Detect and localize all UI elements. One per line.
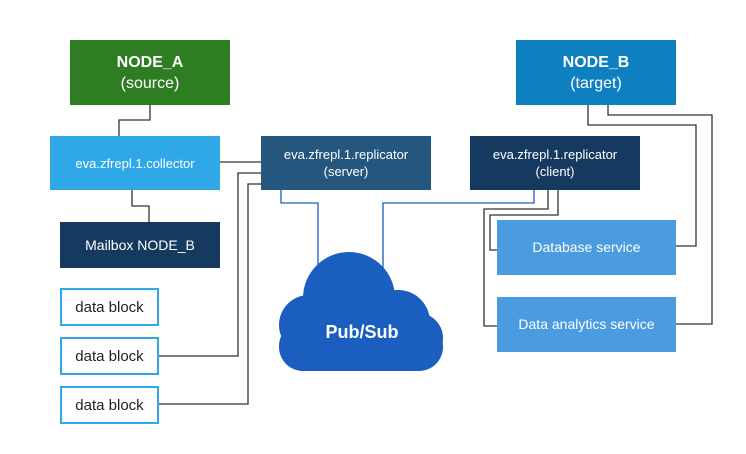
collector-box[interactable]: eva.zfrepl.1.collector [50,136,220,190]
replicator-client-label: eva.zfrepl.1.replicator [492,147,618,162]
collector-label: eva.zfrepl.1.collector [75,155,195,171]
replicator-server-box[interactable]: eva.zfrepl.1.replicator (server) [261,136,431,190]
connector-datablock-2-server [159,172,261,357]
connector-node-a-collector [118,104,151,136]
mailbox-box[interactable]: Mailbox NODE_B [60,222,220,268]
connector-client-analytics [483,190,549,327]
connector-server-pubsub [280,190,319,285]
database-service-label: Database service [532,239,641,255]
data-block-label: data block [75,298,144,316]
replicator-client-sublabel: (client) [535,164,575,179]
data-block[interactable]: data block [60,288,159,326]
database-service-box[interactable]: Database service [497,220,676,275]
node-b-title: NODE_B [562,53,630,71]
connector-collector-mailbox [131,190,150,222]
analytics-service-box[interactable]: Data analytics service [497,297,676,352]
data-block-label: data block [75,396,144,414]
node-a-title: NODE_A [116,53,184,71]
pubsub-cloud [279,252,443,371]
replicator-client-box[interactable]: eva.zfrepl.1.replicator (client) [470,136,640,190]
data-block[interactable]: data block [60,337,159,375]
node-b-box[interactable]: NODE_B (target) [516,40,676,105]
mailbox-label: Mailbox NODE_B [85,236,195,253]
connector-datablock-3-server [159,183,261,405]
node-a-subtitle: (source) [120,74,180,92]
node-b-subtitle: (target) [570,74,622,92]
pubsub-label: Pub/Sub [325,322,399,342]
data-block-label: data block [75,347,144,365]
analytics-service-label: Data analytics service [518,316,655,332]
connector-node-b-database [587,104,697,247]
replicator-server-sublabel: (server) [323,164,369,179]
node-a-box[interactable]: NODE_A (source) [70,40,230,105]
data-block[interactable]: data block [60,386,159,424]
connector-pubsub-client [382,190,535,285]
connector-node-b-analytics [607,104,713,325]
connector-client-database [489,190,559,251]
replicator-server-label: eva.zfrepl.1.replicator [283,147,409,162]
